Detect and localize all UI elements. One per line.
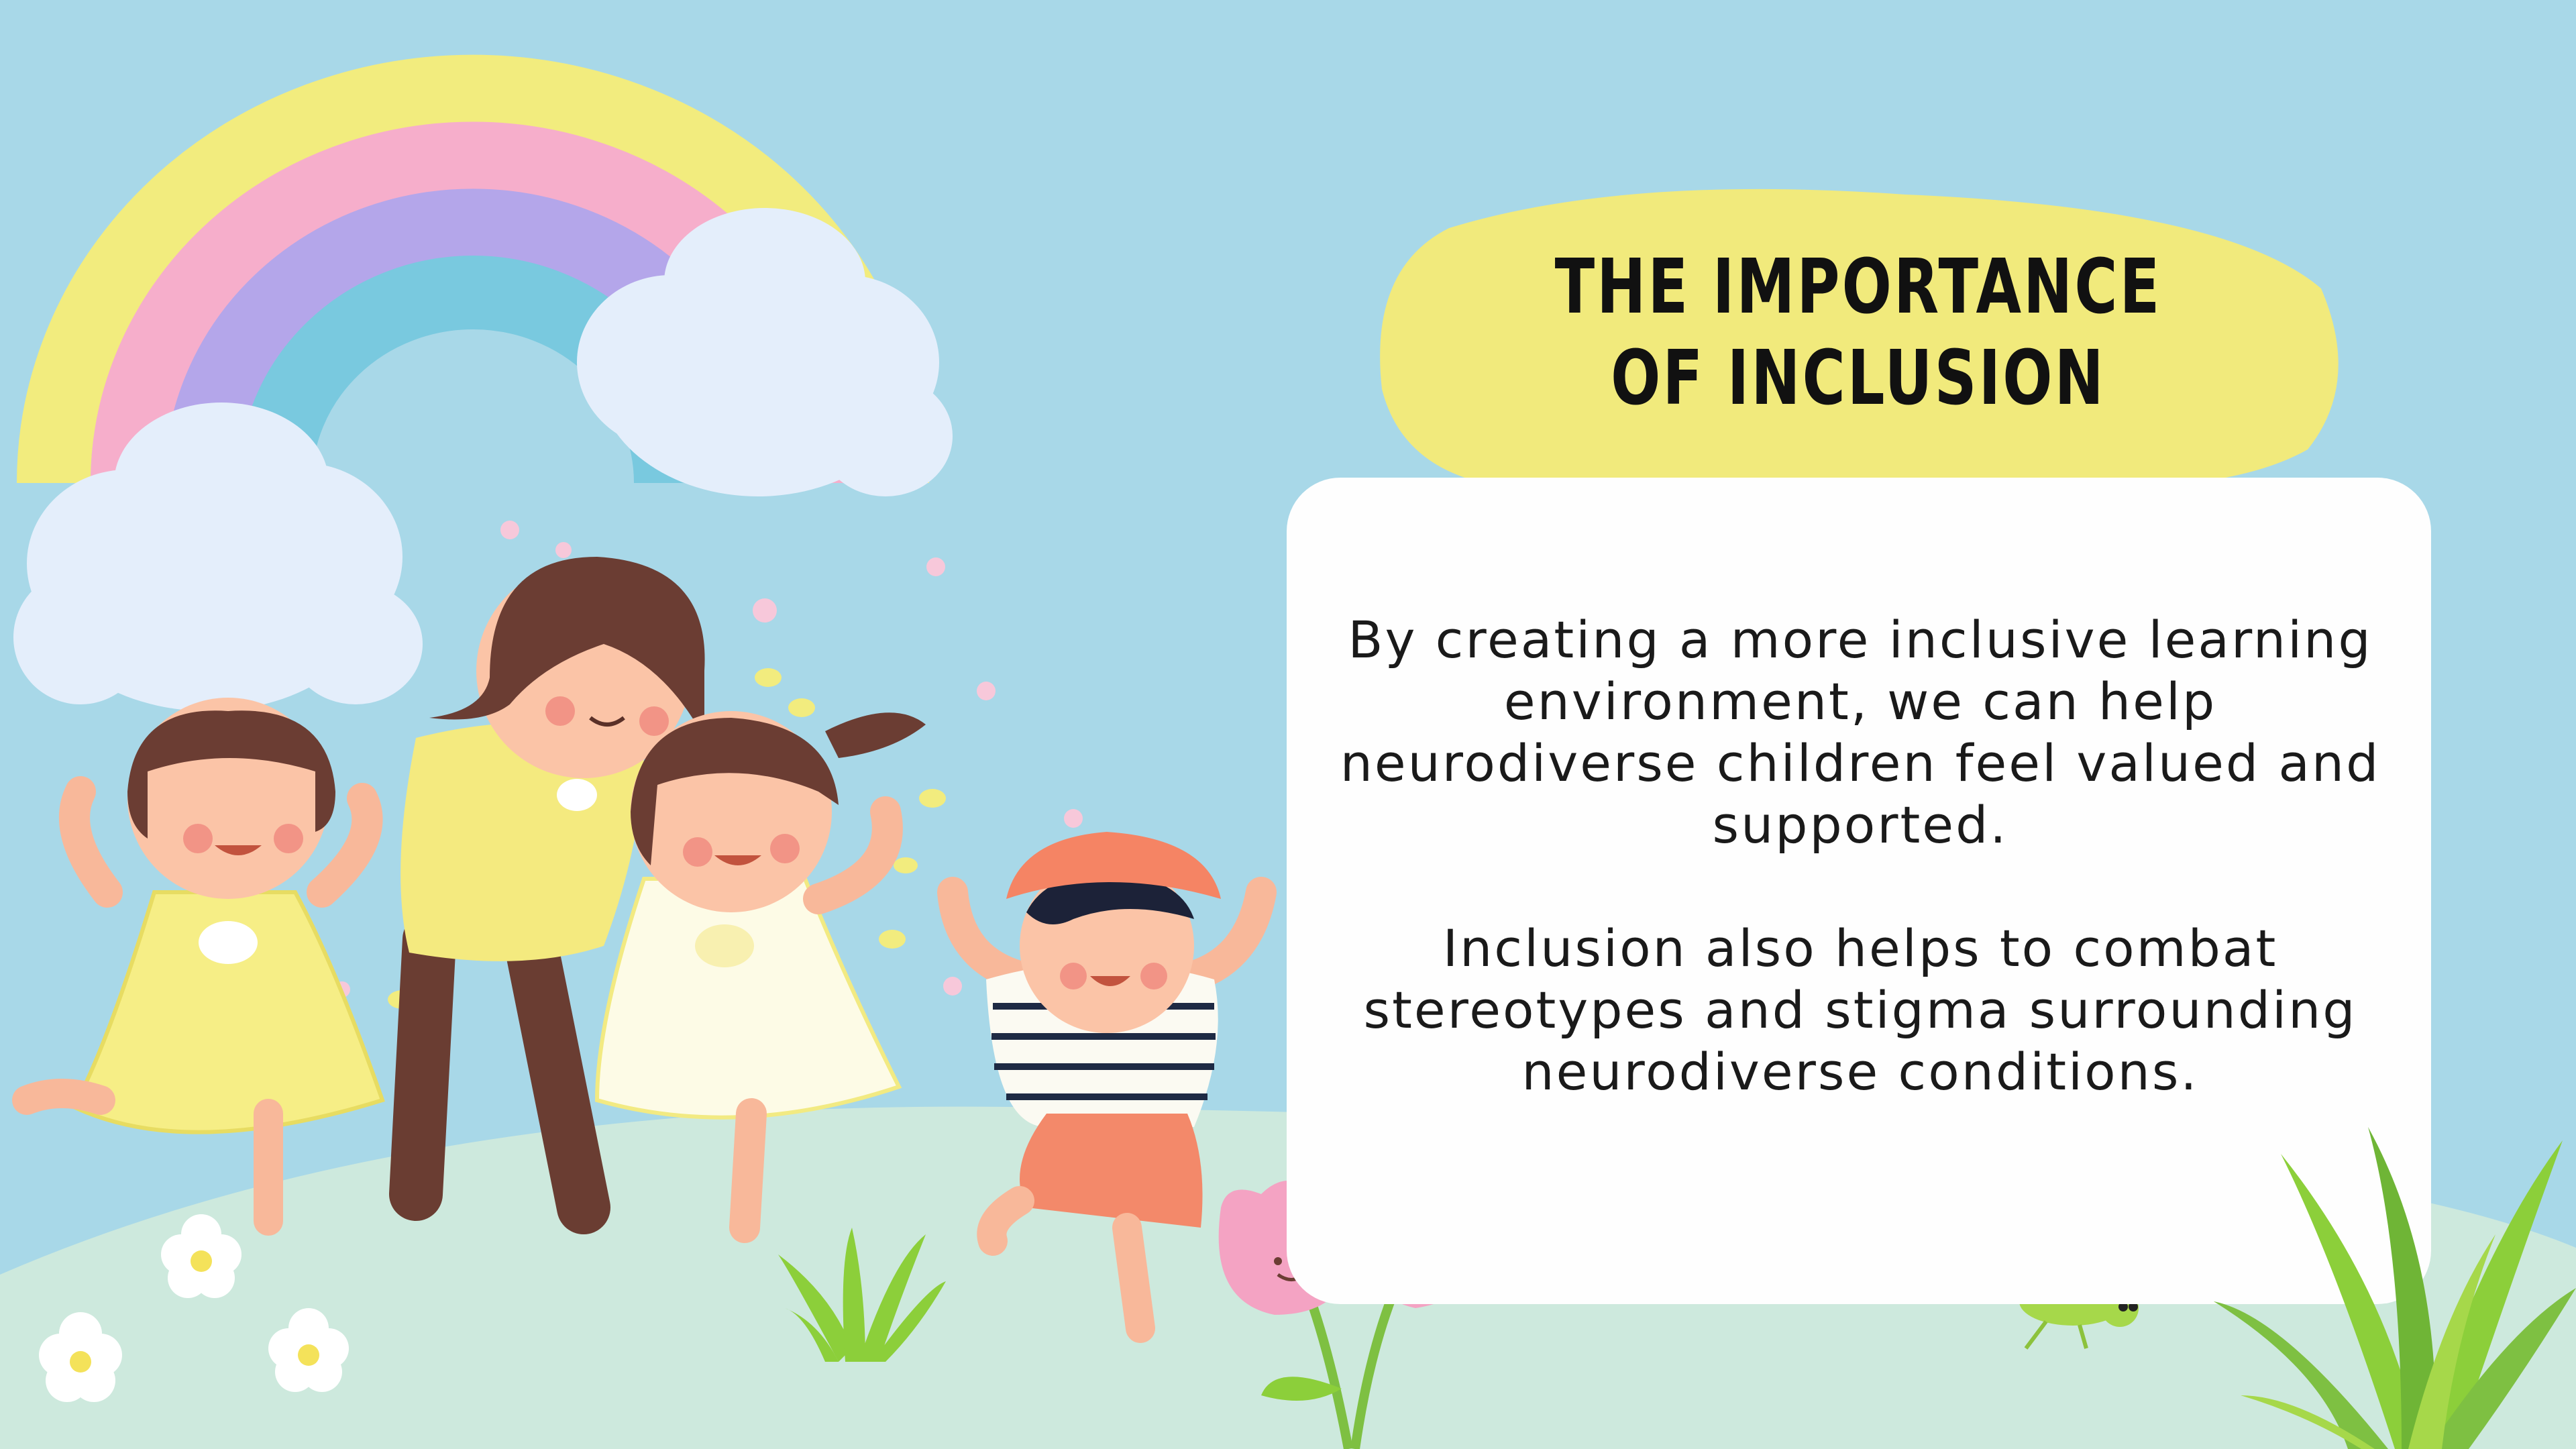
grass-tuft-left [778, 1228, 946, 1362]
grass-plant-right [2214, 1127, 2576, 1449]
cloud-right [577, 208, 953, 496]
card-body-text: By creating a more inclusive learning en… [1327, 609, 2394, 1103]
woman [389, 557, 705, 1234]
paragraph-1: By creating a more inclusive learning en… [1340, 610, 2381, 855]
cloud-left [13, 402, 423, 711]
content-card [1287, 478, 2431, 1304]
girl-middle [594, 711, 926, 1243]
girl-left [12, 698, 385, 1236]
slide-title: THE IMPORTANCE OF INCLUSION [1497, 241, 2219, 424]
daisy-flowers [39, 1214, 349, 1402]
title-line-2: OF INCLUSION [1611, 335, 2106, 422]
title-blob [1380, 189, 2339, 490]
boy [937, 832, 1277, 1343]
paragraph-2: Inclusion also helps to combat stereotyp… [1363, 918, 2357, 1102]
title-line-1: THE IMPORTANCE [1554, 244, 2162, 331]
